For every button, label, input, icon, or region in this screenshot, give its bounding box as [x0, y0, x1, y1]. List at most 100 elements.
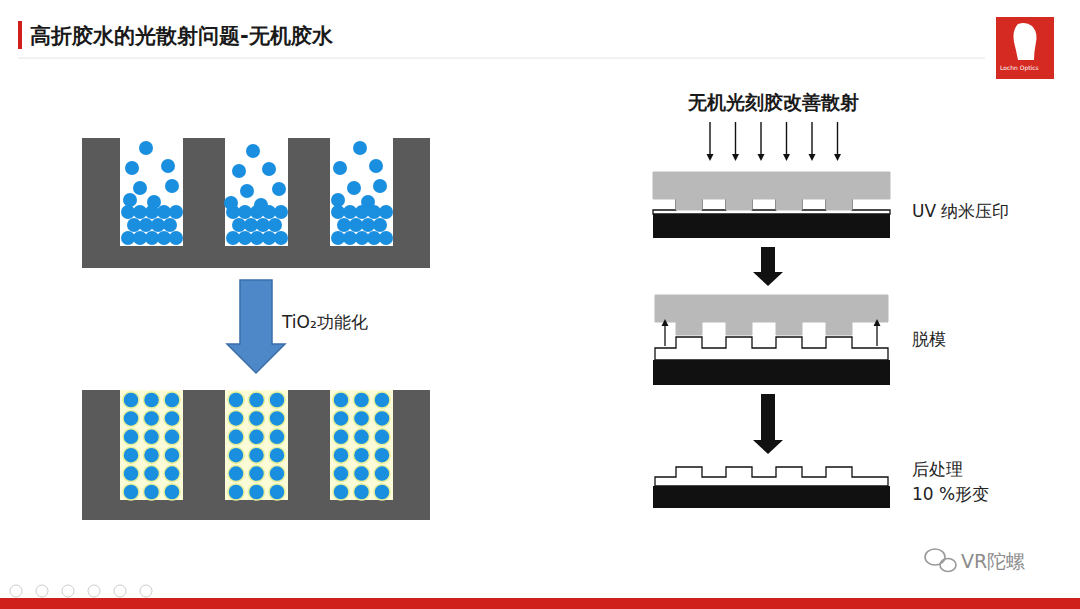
- process-arrow: [753, 394, 783, 454]
- watermark: VR陀螺: [961, 549, 1025, 575]
- uv-arrow: [735, 122, 736, 156]
- grating-trench: [120, 138, 183, 246]
- stage-label: 后处理: [912, 458, 963, 481]
- process-stage: UV 纳米压印: [645, 165, 1040, 243]
- functionalized-particle: [249, 484, 265, 500]
- blue-arrow: [227, 280, 285, 373]
- particle: [274, 231, 288, 245]
- stage-label: 10 %形变: [912, 483, 989, 506]
- functionalized-particle: [228, 466, 244, 482]
- particle: [349, 218, 363, 232]
- particle: [157, 205, 171, 219]
- particle: [232, 164, 246, 178]
- grating-figures: [82, 138, 430, 520]
- release-arrow-head: [874, 319, 881, 326]
- particle: [125, 161, 139, 175]
- uv-arrow-head: [783, 154, 790, 161]
- functionalized-particle: [144, 484, 160, 500]
- logo-text: Lochn Optics: [1000, 64, 1039, 71]
- functionalized-particle: [333, 410, 349, 426]
- imprint-mold: [653, 172, 890, 210]
- process-stage: 脱模: [645, 290, 1040, 390]
- functionalized-particle: [144, 466, 160, 482]
- particle: [244, 218, 258, 232]
- functionalized-particle: [249, 466, 265, 482]
- particle: [165, 179, 179, 193]
- functionalized-particle: [374, 410, 390, 426]
- resist-layer: [655, 337, 888, 360]
- particle: [121, 231, 135, 245]
- functionalized-particle: [333, 392, 349, 408]
- footer-bar: [0, 598, 1080, 609]
- uv-arrow-head: [834, 154, 841, 161]
- uv-arrows: [707, 122, 842, 161]
- particle: [373, 218, 387, 232]
- grating-trench: [330, 390, 393, 500]
- particle: [262, 205, 276, 219]
- process-arrow: [753, 247, 783, 286]
- grating-fill: [225, 390, 288, 500]
- particle: [123, 193, 137, 207]
- particle: [369, 159, 383, 173]
- particle: [163, 218, 177, 232]
- arrow-shaft: [761, 394, 775, 440]
- functionalized-particle: [164, 447, 180, 463]
- functionalized-particle: [123, 447, 139, 463]
- functionalized-particle: [333, 484, 349, 500]
- particle: [161, 159, 175, 173]
- particle: [373, 179, 387, 193]
- particle: [238, 205, 252, 219]
- release-arrow-head: [662, 319, 669, 326]
- uv-arrow: [837, 122, 838, 156]
- grating-fill: [120, 390, 183, 500]
- functionalized-particle: [333, 466, 349, 482]
- particle: [256, 218, 270, 232]
- functionalized-particle: [249, 392, 265, 408]
- wechat-icon: [925, 549, 956, 572]
- functionalized-particle: [249, 447, 265, 463]
- functionalized-particle: [374, 466, 390, 482]
- particle: [121, 205, 135, 219]
- functionalized-particle: [164, 429, 180, 445]
- grating-body: [82, 390, 430, 520]
- release-arrow: [876, 324, 877, 346]
- functionalized-particle: [249, 410, 265, 426]
- particle: [361, 218, 375, 232]
- particle: [145, 231, 159, 245]
- functionalized-particle: [164, 392, 180, 408]
- functionalized-particle: [354, 466, 370, 482]
- particle: [232, 218, 246, 232]
- arrow-head: [753, 440, 783, 454]
- grating-fill: [330, 390, 393, 500]
- functionalized-particle: [269, 447, 285, 463]
- substrate: [653, 214, 890, 238]
- functionalized-particle: [333, 447, 349, 463]
- particle: [262, 231, 276, 245]
- uv-arrow: [760, 122, 761, 156]
- functionalized-particle: [333, 429, 349, 445]
- particle: [250, 205, 264, 219]
- title-bar: [18, 21, 22, 49]
- toolbar-icons: [10, 585, 152, 597]
- grating-trench: [330, 138, 393, 246]
- functionalized-particle: [228, 410, 244, 426]
- particle: [246, 144, 260, 158]
- particle: [151, 218, 165, 232]
- grating-trench: [225, 390, 288, 500]
- particle: [226, 231, 240, 245]
- imprint-mold: [655, 295, 888, 335]
- functionalized-particle: [354, 484, 370, 500]
- uv-arrow: [709, 122, 710, 156]
- particle: [262, 162, 276, 176]
- functionalized-particle: [354, 410, 370, 426]
- particle: [347, 181, 361, 195]
- stage-label: UV 纳米压印: [912, 200, 1009, 223]
- uv-arrow-head: [809, 154, 816, 161]
- header-rule: [18, 58, 985, 59]
- logo-box: [996, 17, 1054, 79]
- particle: [353, 141, 367, 155]
- particle: [333, 161, 347, 175]
- uv-arrow-head: [707, 154, 714, 161]
